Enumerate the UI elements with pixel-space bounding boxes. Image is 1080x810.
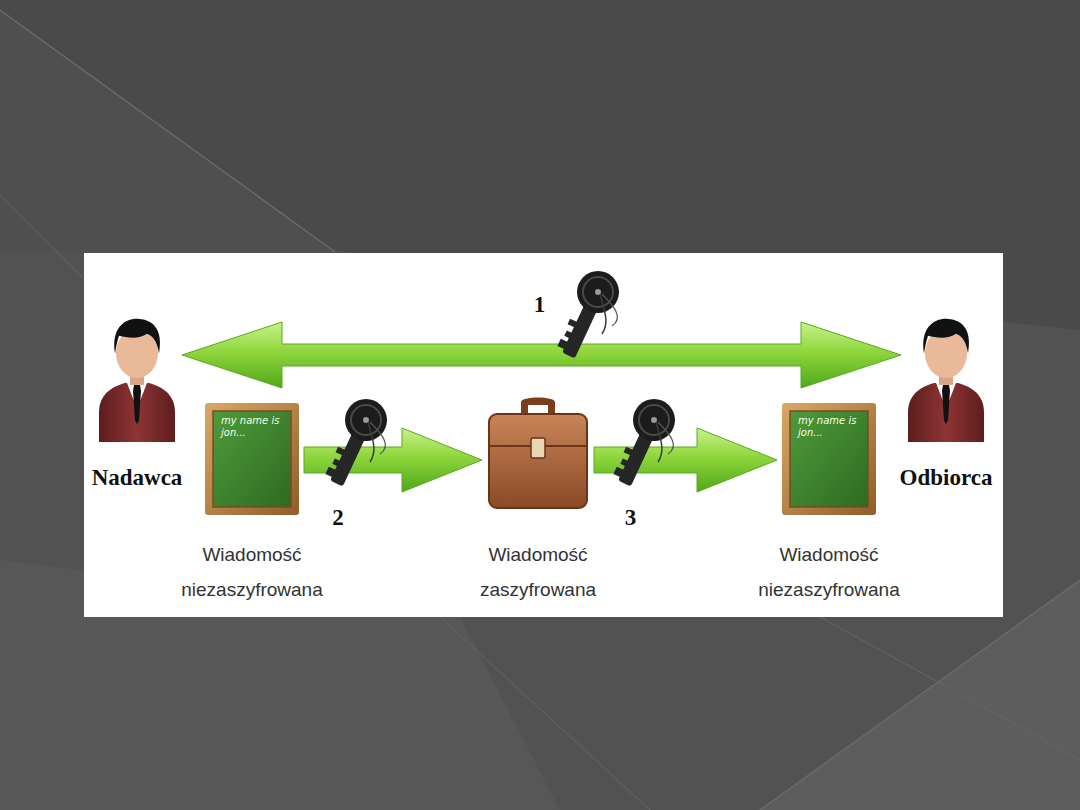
green-arrow [304, 428, 482, 492]
briefcase-node: Wiadomość zaszyfrowana [487, 394, 589, 510]
message-caption: Wiadomość zaszyfrowana [453, 537, 623, 607]
key-icon [612, 399, 675, 486]
person-name: Odbiorca [881, 465, 1011, 491]
briefcase [487, 394, 589, 510]
chalk-text: my name is jon... [782, 403, 876, 439]
callout-number: 2 [330, 505, 346, 531]
green-arrow [594, 428, 777, 492]
person-icon [906, 314, 986, 442]
person-name: Nadawca [72, 465, 202, 491]
callout-number: 1 [532, 292, 548, 318]
green-arrow [182, 322, 901, 388]
person-node: Nadawca [97, 314, 177, 442]
chalk-text: my name is jon... [205, 403, 299, 439]
person-node: Odbiorca [906, 314, 986, 442]
chalkboard-node: my name is jon...Wiadomość niezaszyfrowa… [782, 403, 876, 515]
message-caption: Wiadomość niezaszyfrowana [167, 537, 337, 607]
message-caption: Wiadomość niezaszyfrowana [744, 537, 914, 607]
key-icon [324, 399, 387, 486]
key-icon [556, 271, 619, 358]
person-icon [97, 314, 177, 442]
callout-number: 3 [623, 505, 639, 531]
chalkboard-node: my name is jon...Wiadomość niezaszyfrowa… [205, 403, 299, 515]
